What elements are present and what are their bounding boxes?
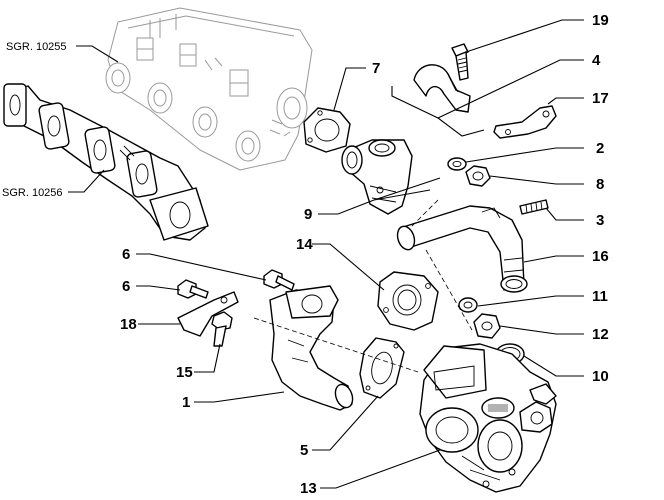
part-7-gasket [303,107,351,153]
ref-label-lower: SGR. 10256 [2,187,63,199]
callout-2: 2 [596,140,604,157]
callout-17: 17 [592,90,609,107]
part-9-outlet-elbow [341,139,413,215]
part-3-stud [519,199,549,215]
callout-16: 16 [592,248,609,265]
callout-10: 10 [592,368,609,385]
exhaust-manifold [3,83,209,241]
callout-7: 7 [372,60,380,77]
part-6-bolt-lower [177,279,209,299]
part-16-pipe [396,205,528,293]
callout-11: 11 [592,288,608,305]
callout-19: 19 [592,12,609,29]
leader-lines [68,19,584,489]
callout-6-upper: 6 [122,246,130,263]
callout-1: 1 [182,394,190,411]
callout-5: 5 [300,442,308,459]
callout-3: 3 [596,212,604,229]
intake-manifold-ghost [105,7,313,171]
callout-8: 8 [596,176,604,193]
callout-4: 4 [592,52,601,69]
ref-label-upper: SGR. 10255 [6,41,67,53]
callout-15: 15 [176,364,193,381]
callout-14: 14 [296,236,313,253]
callout-6-lower: 6 [122,278,130,295]
callout-9: 9 [304,206,312,223]
part-17-bracket [493,105,557,139]
part-15-bolt [211,311,233,347]
part-13-turbocharger [419,343,557,493]
part-19-bolt [451,43,469,81]
part-12-nut [473,313,501,339]
callout-12: 12 [592,326,609,343]
part-5-gasket [359,337,405,399]
part-1-exhaust-pipe [269,285,354,411]
callout-18: 18 [120,316,137,333]
part-11-washer [458,297,478,313]
part-18-bracket [177,291,239,337]
callout-13: 13 [300,480,317,497]
part-4-clamp [413,64,471,113]
part-6-bolt-upper [263,269,295,291]
alignment-lines [253,199,473,373]
part-14-gasket [377,271,439,331]
part-8-nut [465,165,491,187]
part-2-washer [447,157,467,171]
